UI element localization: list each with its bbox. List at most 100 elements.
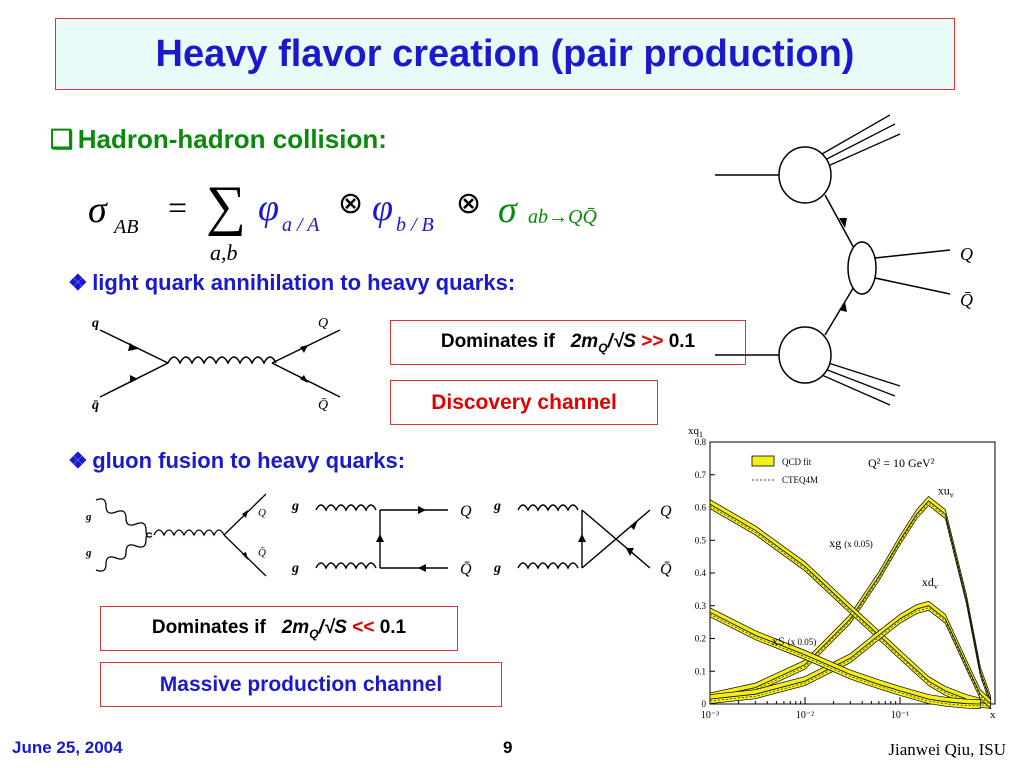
box1-sub: Q [598,340,608,355]
formula-sum: ∑ [206,175,246,237]
series-label-xS: xS(x 0.05) [772,634,816,648]
box3-sqrt: /√S [318,616,347,638]
formula-sub-aA: a / A [282,214,320,236]
gluon-s-channel-diagram: g g Q Q̄ [85,493,267,577]
label-g-t1: g [291,499,299,514]
x-tick-label: 10⁻³ [701,710,719,721]
discovery-channel-box: Discovery channel [390,380,658,425]
footer-page-number: 9 [503,738,513,757]
series-label-xd: xdv [922,575,938,591]
y-tick-label: 0.4 [695,568,707,578]
formula-equals: = [168,190,188,227]
x-tick-label: 10⁻² [796,710,814,721]
box1-ratio: 2m [570,330,599,352]
legend-band-swatch [751,455,775,467]
x-tick-label: 10⁻¹ [891,710,909,721]
hadron-label-Q: Q [960,244,973,264]
y-tick-label: 0.6 [695,503,707,513]
line-xS [709,611,981,705]
box1-prefix: Dominates if [440,330,555,352]
series-label-xg: xg(x 0.05) [829,536,873,550]
formula-sub-bB: b / B [396,214,434,236]
subheading-annihilation: ❖ light quark annihilation to heavy quar… [68,270,515,296]
box1-value: 0.1 [668,330,696,352]
band-xS [709,607,981,709]
formula-otimes-1: ⊗ [338,187,364,220]
footer-author: Jianwei Qiu, ISU [888,740,1006,759]
massive-production-text: Massive production channel [159,672,443,696]
formula-sub-final: ab→QQ̄ [528,206,597,228]
discovery-channel-text: Discovery channel [431,390,617,414]
gluon-u-channel-diagram: g g Q Q̄ [493,499,672,578]
cteq-line-xd [709,607,991,707]
label-g-bottom: g [85,547,92,559]
label-q: q [92,316,99,331]
cross-section-formula: σ AB = ∑ a,b φ a / A ⊗ φ b / B ⊗ σ ab→QQ… [88,175,648,270]
label-g-u2: g [493,561,501,576]
y-tick-label: 0.2 [695,634,706,644]
dominates-if-greater-box: Dominates if 2mQ/√S >> 0.1 [390,320,746,365]
formula-sub-ab: AB [114,216,139,238]
label-Q-u: Q [660,503,672,520]
chart-xlabel: x [990,709,996,721]
y-tick-label: 0.8 [695,437,707,447]
y-tick-label: 0 [702,699,707,709]
y-tick-label: 0.3 [695,601,707,611]
hadron-label-Qbar: Q̄ [960,290,973,310]
chart-bands [709,495,992,710]
box3-operator: << [352,616,375,638]
label-Q: Q [318,316,328,331]
y-tick-label: 0.1 [695,666,706,676]
y-tick-label: 0.7 [695,470,707,480]
legend-q2: Q² = 10 GeV² [868,456,935,470]
subheading-annihilation-text: light quark annihilation to heavy quarks… [92,270,516,295]
diamond-bullet-icon: ❖ [68,448,88,473]
formula-sum-index: a,b [210,240,238,265]
formula-otimes-2: ⊗ [456,187,482,220]
subheading-gluon-fusion-text: gluon fusion to heavy quarks: [92,448,406,473]
slide-title: Heavy flavor creation (pair production) [155,32,855,75]
label-Qbar-t: Q̄ [460,561,472,578]
section-heading: ❑ Hadron-hadron collision: [50,124,387,155]
box3-sub: Q [309,626,319,641]
chart-axes: 0 0.1 0.2 0.3 0.4 0.5 0.6 0.7 0.8 10⁻³ 10⁻² 10⁻¹ [695,437,996,721]
formula-phi-b: φ [372,187,394,229]
label-Qbar-u: Q̄ [660,561,672,578]
label-g-t2: g [291,561,299,576]
legend-cteq: CTEQ4M [782,475,818,485]
box3-ratio: 2m [281,616,310,638]
cteq-line-xS [709,614,981,707]
annihilation-feynman-diagram: q q̄ Q Q̄ [92,316,341,413]
chart-labels: xuv xg(x 0.05) xdv xS(x 0.05) [772,483,954,648]
hadron-collision-diagram: Q Q̄ [715,114,973,406]
section-heading-text: Hadron-hadron collision: [77,124,387,154]
y-tick-label: 0.5 [695,535,707,545]
band-xd [709,600,992,710]
diamond-bullet-icon: ❖ [68,270,88,295]
label-Qbar: Q̄ [318,398,328,413]
subheading-gluon-fusion: ❖ gluon fusion to heavy quarks: [68,448,405,474]
box3-prefix: Dominates if [151,616,266,638]
formula-sigma: σ [88,189,107,231]
box1-operator: >> [641,330,664,352]
series-label-xu: xuv [938,483,954,499]
dominates-if-less-box: Dominates if 2mQ/√S << 0.1 [100,606,458,651]
pdf-chart: 0 0.1 0.2 0.3 0.4 0.5 0.6 0.7 0.8 10⁻³ 10⁻² 10⁻¹ xu… [688,425,996,721]
square-bullet-icon: ❑ [50,124,74,154]
box3-value: 0.1 [379,616,407,638]
title-box: Heavy flavor creation (pair production) [55,18,955,90]
label-Qbar-s: Q̄ [258,547,266,559]
formula-sigma-partonic: σ [498,189,517,231]
label-Q-t: Q [460,503,472,520]
label-g-top: g [85,511,92,523]
formula-phi-a: φ [258,187,280,229]
cteq-line-xu [709,502,991,703]
plot-frame [709,441,996,705]
massive-production-box: Massive production channel [100,662,502,707]
line-xd [709,605,991,705]
line-xu [709,500,992,701]
chart-ylabel: xq1 [688,425,703,439]
footer-date: June 25, 2004 [12,738,123,757]
label-g-u1: g [493,499,501,514]
gluon-t-channel-diagram: g g Q Q̄ [291,499,472,578]
